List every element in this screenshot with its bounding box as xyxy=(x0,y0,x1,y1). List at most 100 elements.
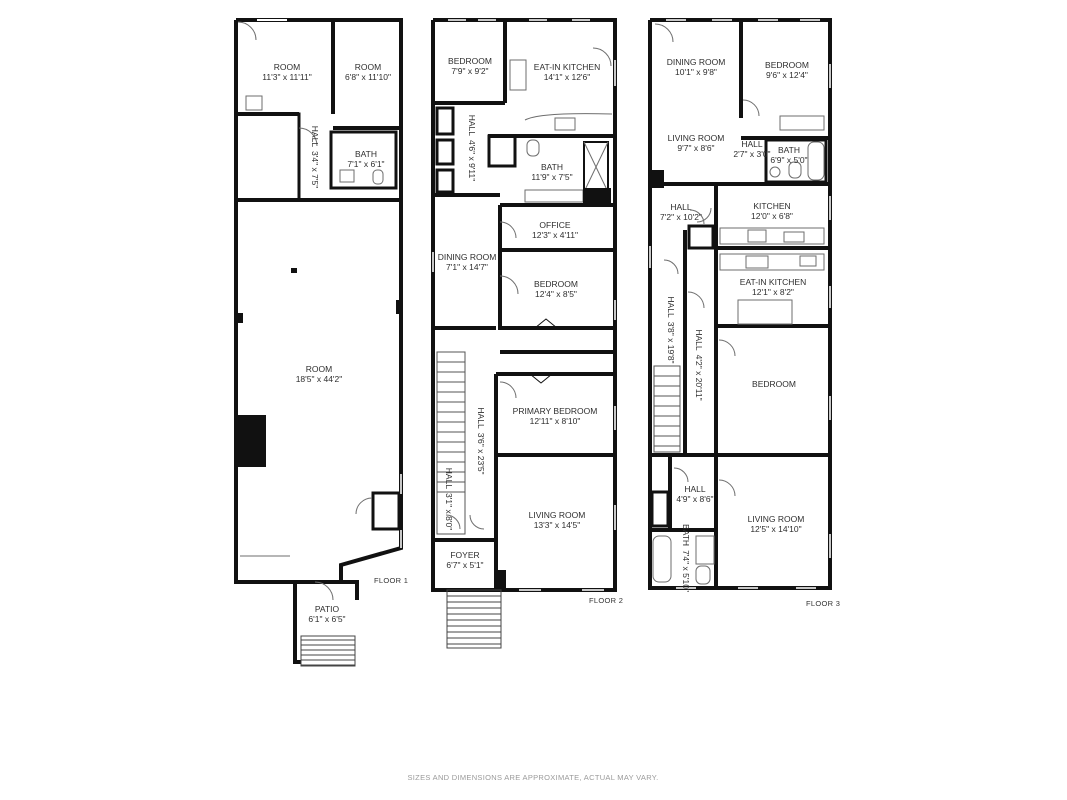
floor-1-fixture xyxy=(245,95,263,111)
floor-3-column xyxy=(650,170,664,188)
floor-3-vanity xyxy=(695,535,715,565)
floor-3-sink xyxy=(799,255,817,267)
floor-3-counter xyxy=(719,227,825,245)
floor-3-closet xyxy=(687,224,715,250)
floor-3-closet xyxy=(650,490,670,528)
floor-2-chevron xyxy=(534,318,558,329)
floor-1-column xyxy=(396,300,402,314)
floor-1-bath-wall xyxy=(329,130,398,190)
floor-3-details xyxy=(650,170,664,188)
floor-3-door-swing xyxy=(696,207,712,223)
floor-2-sink xyxy=(554,117,576,131)
floor-2-shower-x xyxy=(583,141,609,193)
floor-3-door-swing xyxy=(673,467,689,483)
floor-2-closet xyxy=(487,134,517,168)
floor-3-island xyxy=(737,299,793,325)
floor-1-door-swing xyxy=(355,497,373,515)
floor-2-plan xyxy=(431,18,617,592)
floor-1-plan xyxy=(234,18,403,664)
floor-2-vanity xyxy=(524,189,584,203)
room-label: BEDROOM xyxy=(752,379,796,389)
floor-3-fixtures xyxy=(652,23,825,585)
floor-3-label: FLOOR 3 xyxy=(806,599,841,608)
floor-2-door-swing xyxy=(445,514,461,530)
floor-3-tub xyxy=(652,535,672,583)
floor-2-door-swing xyxy=(469,514,485,530)
floor-2-counter xyxy=(524,113,613,121)
floor-1-patio-wall xyxy=(293,582,301,664)
floor-2-outer-wall xyxy=(431,18,617,592)
floor-3-bath-wall xyxy=(764,138,828,184)
floor-3-sink xyxy=(783,231,805,243)
floor-1-fixtures xyxy=(237,19,401,667)
floor-1-label: FLOOR 1 xyxy=(374,576,409,585)
floor-3-door-swing xyxy=(663,259,679,275)
floor-2-door-swing xyxy=(499,381,517,399)
floor-3-sink xyxy=(769,166,781,178)
room-label: HALL3'6" x 23'5" xyxy=(476,407,486,475)
room-label: HALL4'6" x 9'11" xyxy=(467,114,477,182)
floor-3-door-swing xyxy=(689,209,705,225)
disclaimer: SIZES AND DIMENSIONS ARE APPROXIMATE, AC… xyxy=(407,773,659,782)
floor-3-closets xyxy=(650,138,828,528)
floor-2-stair-run xyxy=(436,351,466,535)
floor-2-column xyxy=(496,570,506,588)
floor-2-details xyxy=(496,188,611,588)
floor-3-door-swing xyxy=(718,339,736,357)
floor-1-steps xyxy=(300,635,356,667)
floor-3-stair-run xyxy=(653,365,681,453)
floor-1-closet xyxy=(234,112,301,202)
floor-3-door-swing xyxy=(654,23,674,43)
floor-2-door-swing xyxy=(499,221,517,239)
floor-3-stove xyxy=(745,255,769,269)
floor-1-patio-wall xyxy=(341,580,359,600)
floor-2-door-swing xyxy=(499,275,519,295)
floor-1-sink xyxy=(339,169,355,183)
room-label: HALL3'4" x 7'5" xyxy=(310,125,320,189)
floor-1-closet xyxy=(371,491,401,531)
floor-1-door-swing xyxy=(237,21,257,41)
floor-3-toilet xyxy=(788,161,802,179)
floor-2-label: FLOOR 2 xyxy=(589,596,624,605)
floor-2-door-swing xyxy=(592,47,612,67)
floor-2-column xyxy=(583,188,611,204)
floor-3-toilet xyxy=(695,565,711,585)
floor-3-door-swing xyxy=(718,479,736,497)
room-label: HALL3'8" x 19'8" xyxy=(666,296,676,364)
floor-2-toilet xyxy=(526,139,540,157)
floor-3-stove xyxy=(747,229,767,243)
floor-2-closets xyxy=(435,106,609,194)
floor-1-toilet xyxy=(372,169,384,185)
room-label: BATH7'4" x 5'10" xyxy=(681,524,691,592)
floor-2-closet xyxy=(435,168,455,194)
floor-3-door-swing xyxy=(687,291,705,309)
floor-1-door-swing xyxy=(298,127,318,147)
floor-1-fireplace xyxy=(236,415,266,467)
floor-2-chevron xyxy=(529,373,553,384)
floor-3-door-swing xyxy=(742,99,760,117)
floor-2-stove xyxy=(509,59,527,91)
floor-1-details xyxy=(236,268,402,467)
